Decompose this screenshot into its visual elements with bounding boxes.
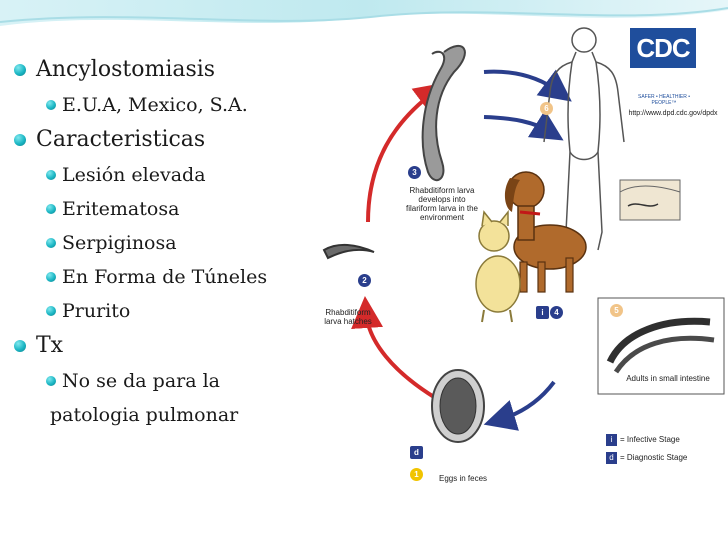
legend-infective: i= Infective Stage (606, 432, 687, 450)
bullet-dot-icon (14, 134, 26, 146)
bullet-tuneles: En Forma de Túneles (8, 260, 318, 294)
bullet-caracteristicas: Caracteristicas (8, 122, 318, 158)
stage3-label: Rhabditiform larva develops into filarif… (405, 186, 479, 222)
stage4-badge: 4 (550, 306, 563, 319)
bullet-dot-icon (14, 340, 26, 352)
rhabditiform-larva-icon (322, 244, 375, 260)
stage4-infective-badge: i (536, 306, 549, 319)
bullet-dot-icon (46, 170, 56, 180)
cycle-arrow-blue-bottom (483, 380, 556, 431)
bullet-eritematosa: Eritematosa (8, 192, 318, 226)
stage5-badge: 5 (610, 304, 623, 317)
bullet-tx: Tx (8, 328, 318, 364)
stage-legend: i= Infective Stage d= Diagnostic Stage (606, 432, 687, 468)
cycle-arrow-red-upper (366, 82, 447, 223)
stage5-label: Adults in small intestine (626, 374, 710, 383)
bullet-region: E.U.A, Mexico, S.A. (8, 88, 318, 122)
infective-stage-symbol: i (606, 433, 617, 446)
bullet-list: Ancylostomiasis E.U.A, Mexico, S.A. Cara… (8, 52, 318, 432)
bullet-dot-icon (46, 204, 56, 214)
cycle-arrow-blue-middle (483, 109, 564, 141)
stage2-label: Rhabditiform larva hatches (324, 308, 372, 326)
stage1-diagnostic-badge: d (410, 446, 423, 459)
bullet-dot-icon (14, 64, 26, 76)
bullet-tx-note-continued: patologia pulmonar (50, 404, 239, 426)
cdc-tagline: SAFER • HEALTHIER • PEOPLE™ (637, 94, 691, 106)
bullet-lesion-elevada: Lesión elevada (8, 158, 318, 192)
skin-cross-section-icon (619, 179, 681, 221)
bullet-dot-icon (46, 306, 56, 316)
diagnostic-stage-symbol: d (606, 451, 617, 464)
dog-icon (504, 171, 587, 293)
cdc-url: http://www.dpd.cdc.gov/dpdx (628, 110, 718, 117)
bullet-serpiginosa: Serpiginosa (8, 226, 318, 260)
cdc-logo: CDC (630, 28, 696, 68)
human-figure-icon (543, 27, 625, 251)
bullet-dot-icon (46, 238, 56, 248)
stage1-label: Eggs in feces (438, 474, 488, 483)
stage6-badge: 6 (540, 102, 553, 115)
lifecycle-artwork (322, 27, 725, 443)
bullet-tx-note: No se da para la (8, 364, 318, 398)
bullet-dot-icon (46, 100, 56, 110)
cycle-arrow-blue-top (483, 69, 572, 102)
header-wave-decoration (0, 0, 728, 26)
bullet-prurito: Prurito (8, 294, 318, 328)
bullet-ancylostomiasis: Ancylostomiasis (8, 52, 318, 88)
filariform-larva-icon (421, 45, 466, 182)
bullet-dot-icon (46, 272, 56, 282)
stage1-badge: 1 (410, 468, 423, 481)
cycle-arrow-red-lower (351, 296, 436, 399)
stage2-badge: 2 (358, 274, 371, 287)
egg-icon (431, 369, 485, 443)
cat-icon (475, 209, 521, 323)
legend-diagnostic: d= Diagnostic Stage (606, 450, 687, 468)
stage3-badge: 3 (408, 166, 421, 179)
hookworm-lifecycle-diagram: Rhabditiform larva develops into filarif… (314, 22, 728, 486)
bullet-dot-icon (46, 376, 56, 386)
